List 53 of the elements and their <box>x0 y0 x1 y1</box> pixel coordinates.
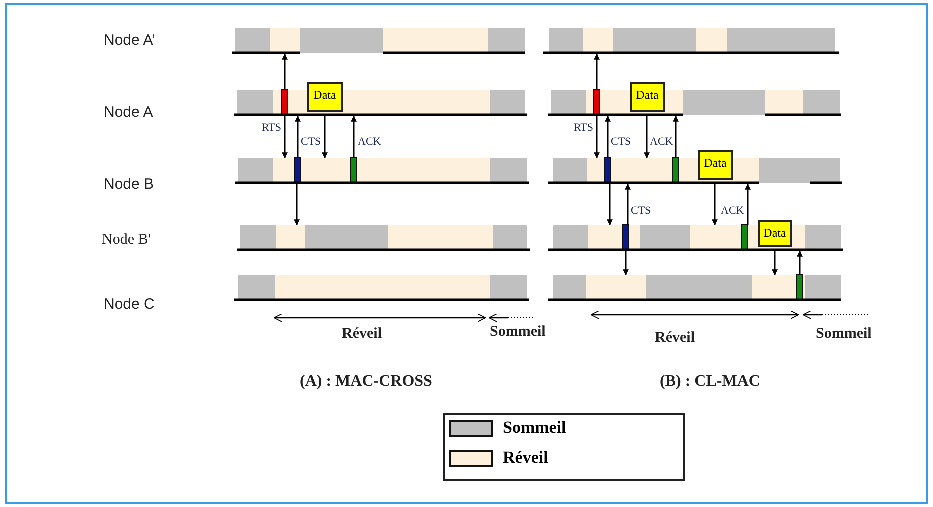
arrow <box>623 252 629 276</box>
data-packet-box: Data <box>698 150 733 180</box>
arrow <box>594 116 600 159</box>
panel-caption: (B) : CL-MAC <box>660 374 760 390</box>
period-label: Sommeil <box>816 327 872 342</box>
timeline-bar <box>234 275 529 302</box>
period-label: Réveil <box>342 327 382 342</box>
arrow <box>712 184 718 226</box>
arrow <box>644 116 650 159</box>
arrow <box>625 184 631 225</box>
panel-caption: (A) : MAC-CROSS <box>300 374 432 390</box>
arrow <box>605 116 611 158</box>
timeline-bar <box>548 274 841 302</box>
arrow <box>282 116 288 159</box>
timeline-bar <box>232 28 525 54</box>
row-label: Node A <box>104 105 154 120</box>
row-label: Node B' <box>102 233 151 248</box>
arrow <box>282 54 288 90</box>
row-label: Node A’ <box>104 33 156 48</box>
arrow <box>594 54 600 90</box>
timeline-bar <box>237 225 530 252</box>
row-label: Node C <box>104 297 155 312</box>
packet-label: ACK <box>721 206 744 217</box>
packet-label: CTS <box>611 137 632 148</box>
packet-label: RTS <box>262 123 282 134</box>
packet-label: RTS <box>574 123 594 134</box>
arrow <box>295 116 301 158</box>
legend-label: Sommeil <box>503 419 566 436</box>
period-label: Réveil <box>655 331 695 346</box>
arrow <box>607 184 613 226</box>
data-packet-box: Data <box>758 220 792 247</box>
arrow <box>351 116 357 158</box>
data-packet-box: Data <box>630 82 665 112</box>
arrow <box>745 184 751 225</box>
packet-label: CTS <box>631 206 652 217</box>
timeline-bar <box>234 90 527 116</box>
packet-label: ACK <box>650 137 674 148</box>
data-packet-box: Data <box>307 82 343 112</box>
timeline-bar <box>548 90 841 116</box>
legend-label: Réveil <box>503 449 548 466</box>
timeline-bar <box>543 28 839 54</box>
timeline-bar <box>235 158 529 184</box>
period-label: Sommeil <box>490 325 546 340</box>
packet-label: CTS <box>301 137 322 148</box>
timeline-bar <box>548 158 842 184</box>
arrow <box>772 252 778 276</box>
arrow <box>797 250 803 275</box>
packet-label: ACK <box>358 137 382 148</box>
arrow <box>673 116 679 158</box>
arrow <box>322 116 328 159</box>
row-label: Node B <box>104 177 154 192</box>
timeline-bar <box>548 224 843 252</box>
arrow <box>294 184 300 226</box>
